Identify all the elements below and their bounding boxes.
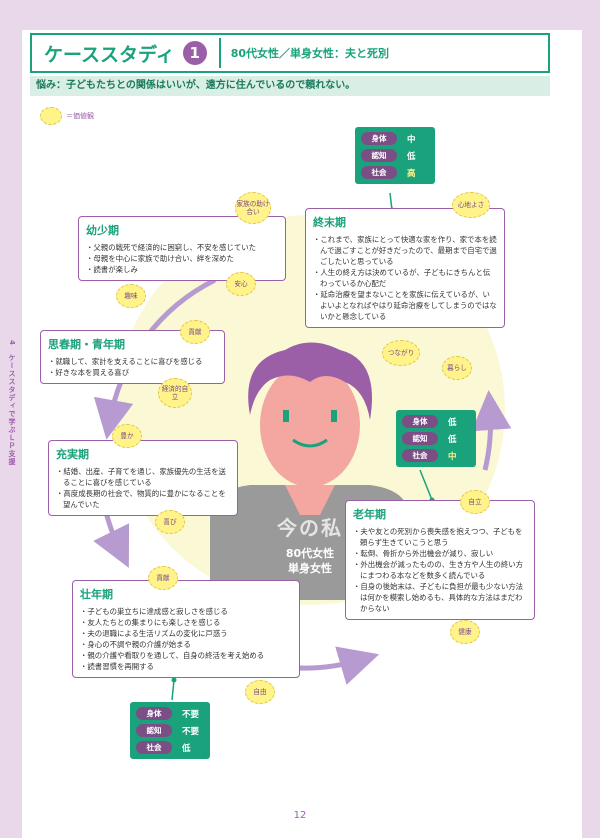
status-value: 低 xyxy=(448,417,457,428)
value-bubble: 暮らし xyxy=(442,356,472,380)
status-value: 高 xyxy=(407,168,416,179)
chapter-side-tab: 4 ケーススタディで学ぶＬＰ支援 xyxy=(8,340,16,466)
value-bubble: 健康 xyxy=(450,620,480,644)
page-title: ケーススタディ xyxy=(44,43,175,66)
legend: ＝価値観 xyxy=(40,107,94,125)
value-bubble-swatch xyxy=(40,107,62,125)
status-box-elder: 身体低 認知低 社会中 xyxy=(396,410,476,467)
stage-title: 終末期 xyxy=(313,216,346,229)
status-label: 社会 xyxy=(361,166,397,179)
stage-item: 友人たちとの集まりにも楽しさを感じる xyxy=(80,617,292,628)
status-value: 低 xyxy=(182,743,191,754)
title-divider xyxy=(218,38,221,68)
stage-item: 人生の終え方は決めているが、子どもにきちんと伝わっているか心配だ xyxy=(313,267,497,289)
value-bubble: つながり xyxy=(382,340,420,366)
stage-card-final: 終末期 これまで、家族にとって快適な家を作り、家で本を読んで過ごすことが好きだっ… xyxy=(305,208,505,328)
figure-desc-status: 単身女性 xyxy=(288,562,332,575)
status-label: 社会 xyxy=(136,741,172,754)
status-value: 不要 xyxy=(182,726,200,737)
legend-label: ＝価値観 xyxy=(66,112,94,120)
stage-card-middle: 壮年期 子どもの巣立ちに達成感と寂しさを感じる 友人たちとの集まりにも楽しさを感… xyxy=(72,580,300,678)
ring-arrow-4 xyxy=(471,390,512,471)
status-label: 認知 xyxy=(402,432,438,445)
stage-item: 延命治療を望まないことを家族に伝えているが、いよいよとなればやはり延命治療をして… xyxy=(313,289,497,322)
stage-item: 身心の不調や親の介護が始まる xyxy=(80,639,292,650)
stage-item: 読書が楽しみ xyxy=(86,264,278,275)
value-bubble: 自由 xyxy=(245,680,275,704)
stage-item: 好きな本を買える喜び xyxy=(48,367,217,378)
value-bubble: 安心 xyxy=(226,272,256,296)
status-label: 身体 xyxy=(361,132,397,145)
status-label: 身体 xyxy=(136,707,172,720)
stage-item: 自身の後始末は、子どもに負担が最も少ない方法は何かを模索し始めるも、具体的な方法… xyxy=(353,581,527,614)
stage-title: 老年期 xyxy=(353,508,386,521)
status-value: 中 xyxy=(448,451,457,462)
stage-item: 子どもの巣立ちに達成感と寂しさを感じる xyxy=(80,606,292,617)
status-label: 認知 xyxy=(361,149,397,162)
status-box-final: 身体中 認知低 社会高 xyxy=(355,127,435,184)
figure-desc-age: 80代女性 xyxy=(285,547,335,560)
case-subtitle: 80代女性／単身女性：夫と死別 xyxy=(230,47,390,60)
stage-item: 夫の退職による生活リズムの変化に戸惑う xyxy=(80,628,292,639)
value-bubble: 豊か xyxy=(112,424,142,448)
case-number-badge: 1 xyxy=(182,41,207,65)
value-bubble: 喜び xyxy=(155,510,185,534)
case-study-header: ケーススタディ 1 80代女性／単身女性：夫と死別 xyxy=(30,33,550,73)
stage-title: 充実期 xyxy=(56,448,89,461)
stage-item: 外出機会が減ったものの、生き方や人生の終い方にまつわる本などを数多く読んでいる xyxy=(353,559,527,581)
stage-item: 転倒、骨折から外出機会が減り、寂しい xyxy=(353,548,527,559)
status-label: 認知 xyxy=(136,724,172,737)
stage-item: 夫や友との死別から喪失感を抱えつつ、子どもを頼らず生きていこうと思う xyxy=(353,526,527,548)
stage-item: 母親を中心に家族で助け合い、絆を深めた xyxy=(86,253,278,264)
stage-card-prime: 充実期 結婚、出産、子育てを通じ、家族優先の生活を送ることに喜びを感じている 高… xyxy=(48,440,238,516)
stage-item: 就職して、家計を支えることに喜びを感じる xyxy=(48,356,217,367)
stage-item: これまで、家族にとって快適な家を作り、家で本を読んで過ごすことが好きだったので、… xyxy=(313,234,497,267)
stage-title: 幼少期 xyxy=(86,224,119,237)
stage-item: 結婚、出産、子育てを通じ、家族優先の生活を送ることに喜びを感じている xyxy=(56,466,230,488)
page-number: 12 xyxy=(293,810,307,821)
status-box-middle: 身体不要 認知不要 社会低 xyxy=(130,702,210,759)
stage-item: 親の介護や看取りを通して、自身の終活を考え始める xyxy=(80,650,292,661)
status-value: 低 xyxy=(407,151,416,162)
figure-caption: 今の私 xyxy=(277,516,343,540)
value-bubble: 家族の助け合い xyxy=(235,192,271,224)
stage-item: 高度成長期の社会で、物質的に豊かになることを望んでいた xyxy=(56,488,230,510)
status-value: 低 xyxy=(448,434,457,445)
status-value: 不要 xyxy=(182,709,200,720)
value-bubble: 経済的自立 xyxy=(158,378,192,408)
stage-card-elder: 老年期 夫や友との死別から喪失感を抱えつつ、子どもを頼らず生きていこうと思う 転… xyxy=(345,500,535,620)
stage-title: 壮年期 xyxy=(80,588,113,601)
stage-card-youth: 幼少期 父親の戦死で経済的に困窮し、不安を感じていた 母親を中心に家族で助け合い… xyxy=(78,216,286,281)
value-bubble: 貢献 xyxy=(180,320,210,344)
value-bubble: 心地よさ xyxy=(452,192,490,218)
value-bubble: 貢献 xyxy=(148,566,178,590)
status-label: 社会 xyxy=(402,449,438,462)
stage-item: 父親の戦死で経済的に困窮し、不安を感じていた xyxy=(86,242,278,253)
status-label: 身体 xyxy=(402,415,438,428)
worry-banner: 悩み：子どもたちとの関係はいいが、遠方に住んでいるので頼れない。 xyxy=(30,76,550,96)
stage-title: 思春期・青年期 xyxy=(48,338,125,351)
value-bubble: 趣味 xyxy=(116,284,146,308)
value-bubble: 自立 xyxy=(460,490,490,514)
status-value: 中 xyxy=(407,134,416,145)
stage-item: 読書習慣を再開する xyxy=(80,661,292,672)
